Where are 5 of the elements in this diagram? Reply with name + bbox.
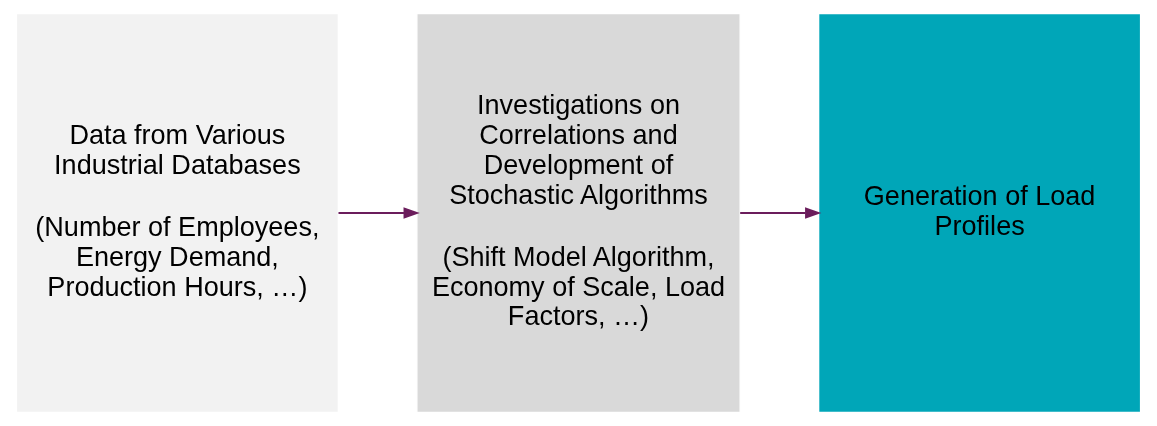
node-box: Investigations on Correlations and Development of Stochastic Algorithms (Shift Model Algorithm, Economy of Scale, Load Factors, …) xyxy=(416,12,741,414)
arrow xyxy=(740,207,822,219)
arrow xyxy=(338,207,420,219)
node-box: Generation of Load Profiles xyxy=(817,12,1142,414)
node-box: Data from Various Industrial Databases (Number of Employees, Energy Demand, Production Hours, …) xyxy=(15,12,340,414)
